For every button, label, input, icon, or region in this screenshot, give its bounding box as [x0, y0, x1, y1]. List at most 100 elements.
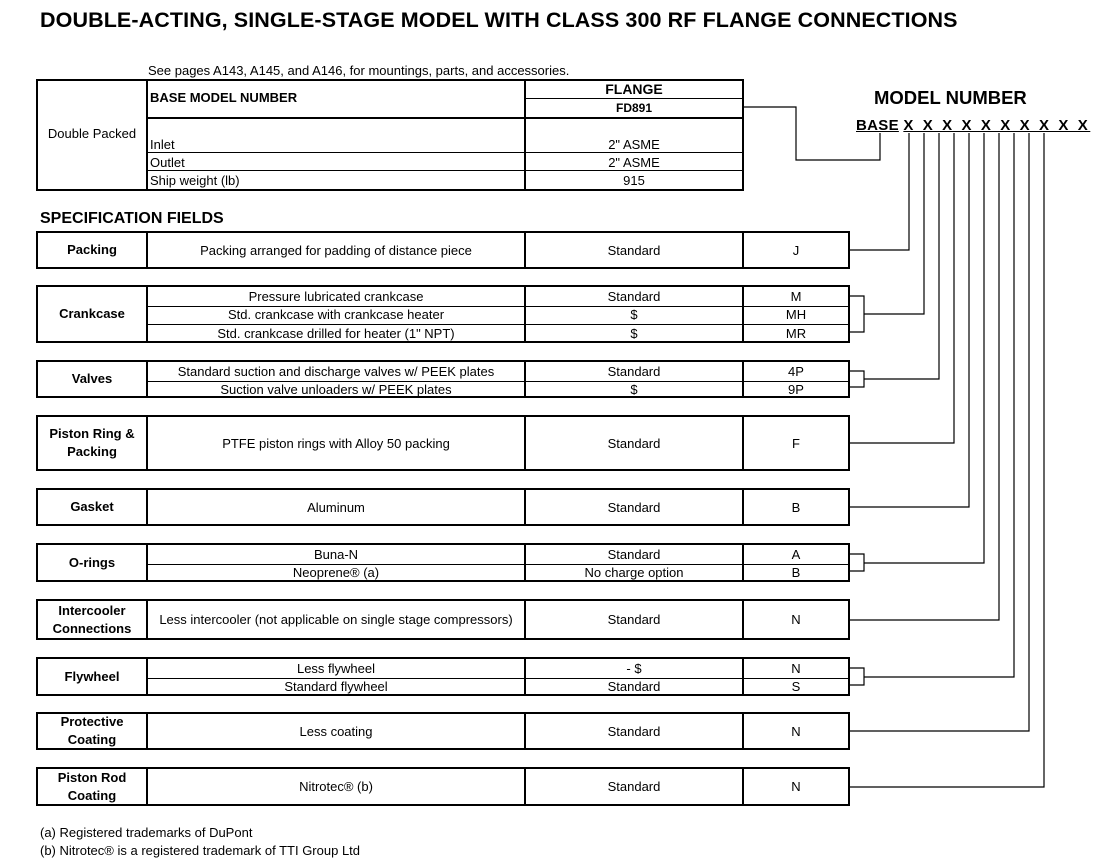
spec-category-line: Intercooler — [58, 602, 126, 618]
block-border — [36, 415, 38, 471]
block-border — [742, 360, 744, 398]
outlet-value: 2" ASME — [608, 154, 660, 170]
block-border — [848, 543, 850, 582]
option-price: No charge option — [584, 565, 684, 581]
option-code: F — [792, 435, 800, 451]
block-border — [742, 231, 744, 269]
block-border — [524, 415, 526, 471]
block-border — [848, 767, 850, 806]
option-description: Packing arranged for padding of distance… — [200, 242, 472, 258]
spec-category-line: Coating — [67, 787, 117, 803]
option-description: Suction valve unloaders w/ PEEK plates — [220, 382, 452, 398]
x-positions: X X X X X X X X X X — [903, 117, 1091, 134]
option-description: Buna-N — [313, 546, 359, 562]
block-border — [848, 231, 850, 269]
spec-category-line: Protective — [60, 714, 124, 729]
option-price: Standard — [607, 363, 661, 379]
block-border — [524, 543, 526, 582]
option-code: S — [791, 679, 801, 695]
option-price: Standard — [607, 779, 661, 794]
connector-line — [850, 133, 955, 444]
option-description: Std. crankcase with crankcase heater — [227, 307, 445, 323]
spec-category: Piston Ring &Packing — [38, 417, 146, 469]
model-number-title: MODEL NUMBER — [874, 87, 1027, 108]
spec-category: Gasket — [70, 499, 114, 514]
spec-category-line: Packing — [67, 444, 117, 459]
block-border — [146, 488, 148, 526]
block-border — [146, 712, 148, 750]
option-description: Neoprene® (a) — [292, 565, 380, 581]
block-border — [848, 488, 850, 526]
connector-line — [864, 133, 940, 380]
connector-line — [864, 133, 925, 315]
spec-category: Packing — [67, 242, 117, 257]
option-code: A — [791, 546, 801, 562]
option-description: Standard suction and discharge valves w/… — [177, 363, 495, 379]
connector-line — [864, 133, 1015, 678]
block-border — [524, 285, 526, 343]
block-border — [36, 694, 850, 696]
model-number-code: BASE X X X X X X X X X X — [856, 117, 1090, 134]
block-border — [848, 360, 850, 398]
connector-line — [850, 133, 1045, 788]
option-price: Standard — [607, 288, 661, 304]
row-divider — [148, 563, 848, 565]
block-border — [742, 488, 744, 526]
option-description: Less coating — [299, 723, 373, 739]
option-description: Less flywheel — [296, 660, 376, 676]
block-border — [742, 767, 744, 806]
block-border — [524, 360, 526, 398]
row-divider — [148, 305, 848, 307]
block-border — [848, 415, 850, 471]
block-border — [36, 285, 38, 343]
option-price: Standard — [607, 546, 661, 562]
block-border — [36, 396, 850, 398]
footnote-b: (b) Nitrotec® is a registered trademark … — [40, 843, 361, 858]
connector-line — [850, 133, 1030, 732]
option-description: Std. crankcase drilled for heater (1" NP… — [217, 325, 455, 341]
block-border — [742, 712, 744, 750]
block-border — [36, 767, 38, 806]
block-border — [848, 712, 850, 750]
option-description: Nitrotec® (b) — [299, 779, 373, 794]
option-description: Less intercooler (not applicable on sing… — [159, 612, 513, 627]
block-border — [36, 767, 850, 769]
spec-category-line: Connections — [52, 620, 132, 636]
block-border — [146, 767, 148, 806]
row-divider — [148, 380, 848, 382]
option-price: $ — [630, 325, 638, 341]
row-divider — [148, 677, 848, 679]
option-description: PTFE piston rings with Alloy 50 packing — [222, 435, 450, 451]
flange-header: FLANGE — [605, 81, 663, 97]
block-border — [36, 543, 850, 545]
block-border — [36, 469, 850, 471]
option-price: $ — [630, 382, 638, 398]
block-border — [524, 767, 526, 806]
block-border — [524, 231, 526, 269]
block-border — [146, 360, 148, 398]
block-border — [36, 415, 850, 417]
block-border — [36, 599, 38, 640]
option-code: J — [792, 242, 800, 258]
block-border — [36, 657, 38, 696]
block-border — [36, 712, 38, 750]
outlet-label: Outlet — [150, 155, 185, 170]
option-code: B — [791, 565, 801, 581]
base-label: BASE — [856, 117, 899, 134]
block-border — [742, 657, 744, 696]
option-price: Standard — [607, 612, 661, 627]
block-border — [36, 231, 850, 233]
block-border — [742, 415, 744, 471]
connector-line — [850, 133, 910, 251]
row-label-double-packed: Double Packed — [47, 125, 137, 141]
block-border — [742, 599, 744, 640]
option-code: N — [791, 612, 801, 627]
option-description: Standard flywheel — [284, 679, 388, 695]
ship-weight-value: 915 — [623, 172, 645, 188]
option-code: MR — [785, 325, 807, 341]
option-description: Pressure lubricated crankcase — [248, 288, 424, 304]
option-code: M — [790, 288, 802, 304]
